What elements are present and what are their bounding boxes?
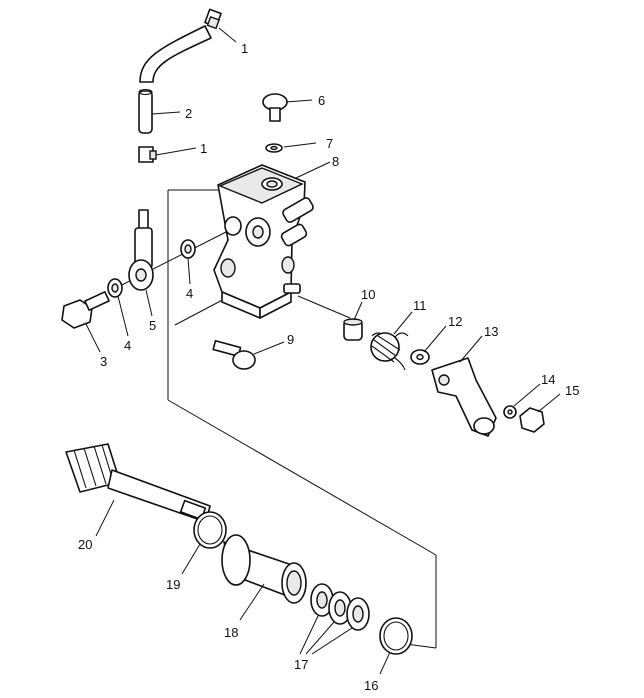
part-12-washer [410,349,430,365]
callout-19: 19 [166,577,180,592]
callout-12: 12 [448,314,462,329]
part-18-sleeve [221,534,307,604]
part-3-banjo-bolt [61,291,110,329]
part-7-washer [265,143,283,153]
callout-20: 20 [78,537,92,552]
part-11-return-spring [370,332,409,371]
callout-9: 9 [287,332,294,347]
callout-3: 3 [100,354,107,369]
callout-17: 17 [294,657,308,672]
part-9-screw [212,339,256,370]
part-8-oil-pump-body [213,164,314,319]
callout-leaders [85,27,561,675]
callout-16: 16 [364,678,378,693]
part-16-o-ring [379,617,413,655]
callout-13: 13 [484,324,498,339]
callout-1-upper: 1 [241,41,248,56]
part-17-washer-set [310,583,370,631]
callout-15: 15 [565,383,579,398]
callout-10: 10 [361,287,375,302]
part-curved-hose [139,25,212,83]
part-15-nut [519,407,545,433]
part-2-straight-hose [138,88,153,134]
part-19-o-ring [193,511,227,549]
callout-8: 8 [332,154,339,169]
callout-1-lower: 1 [200,141,207,156]
part-13-control-lever [431,357,497,437]
callout-4-right: 4 [186,286,193,301]
callout-2: 2 [185,106,192,121]
part-1-hose-clamp-lower [138,146,157,163]
callout-5: 5 [149,318,156,333]
part-6-bleed-screw [262,93,288,122]
part-1-hose-clamp-upper [204,8,222,30]
part-14-washer [503,405,517,419]
callout-labels: 1 2 1 6 7 8 4 3 4 5 9 10 11 12 13 14 15 … [78,41,579,693]
callout-14: 14 [541,372,555,387]
callout-4-left: 4 [124,338,131,353]
callout-7: 7 [326,136,333,151]
part-5-banjo-fitting [128,209,154,291]
callout-6: 6 [318,93,325,108]
part-10-bushing [343,318,363,341]
callout-11: 11 [413,298,427,313]
part-20-drive-shaft [65,443,211,523]
part-4-washer-right [180,239,196,259]
callout-18: 18 [224,625,238,640]
part-4-washer-left [107,278,123,298]
